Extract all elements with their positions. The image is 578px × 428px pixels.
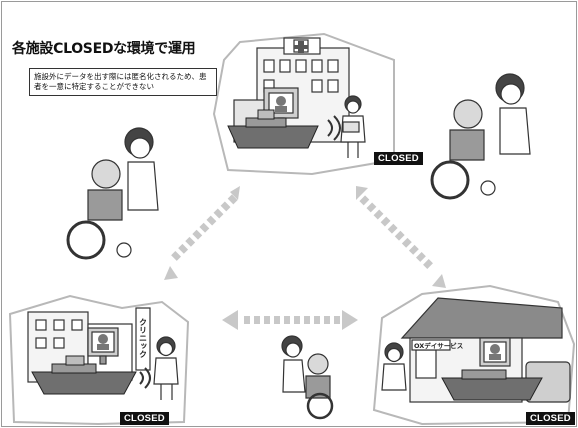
staff-top xyxy=(340,95,366,158)
arrow-horizontal xyxy=(222,310,358,330)
closed-badge-top: CLOSED xyxy=(374,152,423,165)
ship-right xyxy=(441,369,543,401)
wifi-icon-left xyxy=(139,367,151,389)
staff-left xyxy=(153,336,179,400)
staff-right xyxy=(381,342,407,391)
closed-badge-left: CLOSED xyxy=(120,412,169,425)
ship-top xyxy=(227,109,319,149)
clinic-sign-text: クリニック xyxy=(139,318,148,358)
arrow-top-left xyxy=(164,186,240,280)
anonymization-note: 施設外にデータを出す際には匿名化されるため、患者を一意に特定することができない xyxy=(29,68,217,96)
monitor-left xyxy=(87,327,119,365)
page-title: 各施設CLOSEDな環境で運用 xyxy=(12,41,196,57)
closed-badge-right: CLOSED xyxy=(526,412,575,425)
monitor-top xyxy=(263,87,299,129)
wifi-icon-top xyxy=(327,115,341,141)
patient-caregiver-right xyxy=(430,73,531,200)
care-home-sign-text: OXデイサービス xyxy=(414,341,463,350)
patient-caregiver-center xyxy=(281,335,334,420)
patient-caregiver-left xyxy=(66,127,159,260)
arrow-top-right xyxy=(356,186,446,288)
monitor-right xyxy=(479,337,511,367)
ship-left xyxy=(31,355,137,395)
